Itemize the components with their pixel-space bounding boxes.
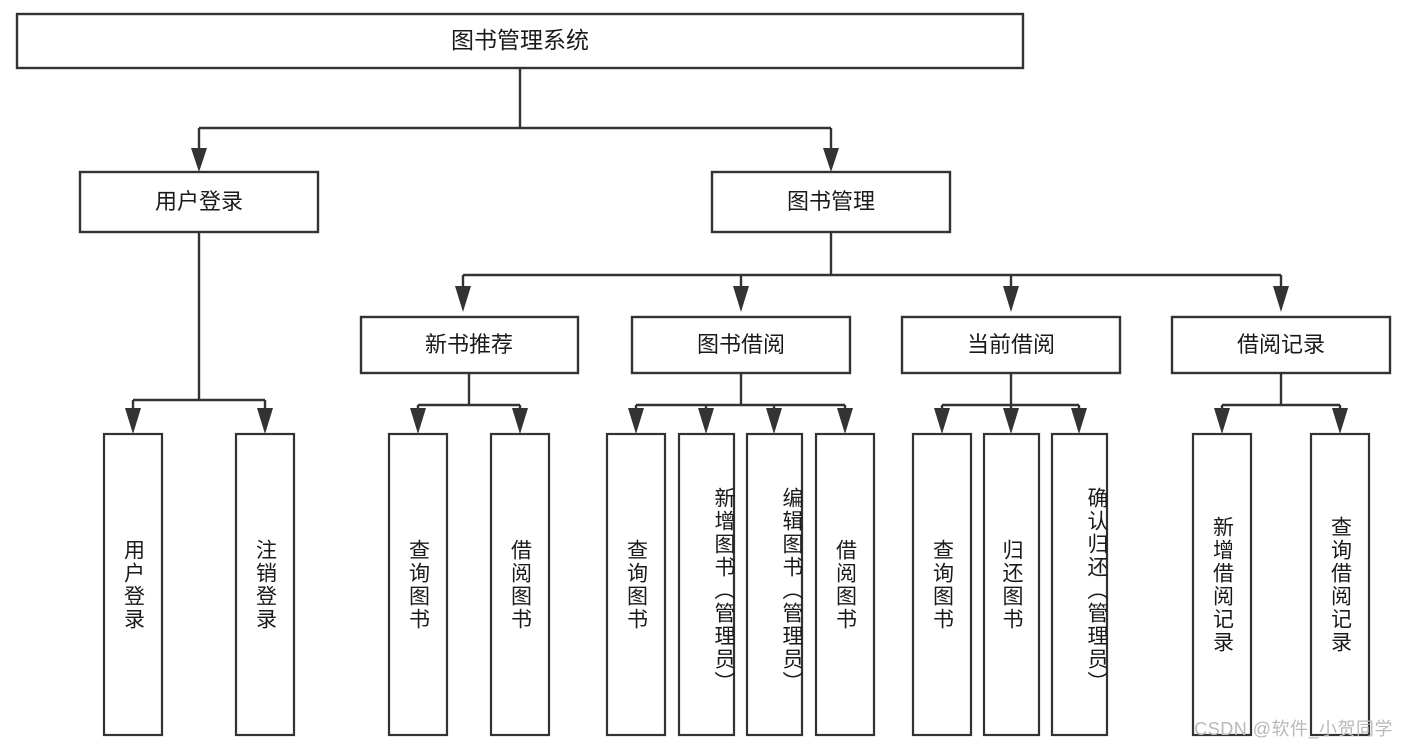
arrow-head-leaf-query-book-3 — [934, 408, 950, 434]
node-new-book-recommend[interactable]: 新书推荐 — [359, 315, 580, 375]
arrow-head-leaf-edit-book — [766, 408, 782, 434]
arrow-head-bookmgmt — [823, 148, 839, 172]
arrow-head-leaf-add-book — [698, 408, 714, 434]
arrow-head-leaf-user-login — [125, 408, 141, 434]
arrow-head-new-book-recommend — [455, 286, 471, 312]
connector-group-borrow-record — [1214, 373, 1348, 434]
arrow-head-userlogin — [191, 148, 207, 172]
node-title[interactable]: 图书管理系统 — [15, 12, 1025, 70]
leaf-box-add-record[interactable] — [1191, 432, 1253, 737]
node-book-borrow-box[interactable] — [630, 315, 852, 375]
node-borrow-record[interactable]: 借阅记录 — [1170, 315, 1392, 375]
node-title-box[interactable] — [15, 12, 1025, 70]
leaf-box-query-book-3[interactable] — [911, 432, 973, 737]
connector-group-userlogin — [125, 232, 273, 434]
leaf-box-logout-login[interactable] — [234, 432, 296, 737]
leaf-box-return-book[interactable] — [982, 432, 1041, 737]
node-current-borrow[interactable]: 当前借阅 — [900, 315, 1122, 375]
leaf-box-borrow-book-2[interactable] — [814, 432, 876, 737]
arrow-head-leaf-logout-login — [257, 408, 273, 434]
leaf-box-query-book-1[interactable] — [387, 432, 449, 737]
node-book-management[interactable]: 图书管理 — [710, 170, 952, 234]
node-new-book-recommend-label: 新书推荐 — [425, 332, 513, 357]
leaf-box-confirm-return[interactable] — [1050, 432, 1109, 737]
node-user-login-box[interactable] — [78, 170, 320, 234]
arrow-head-leaf-return-book — [1003, 408, 1019, 434]
leaf-box-borrow-book-1[interactable] — [489, 432, 551, 737]
node-user-login[interactable]: 用户登录 — [78, 170, 320, 234]
node-user-login-label: 用户登录 — [155, 189, 243, 214]
connector-group-root — [191, 68, 839, 172]
node-book-management-box[interactable] — [710, 170, 952, 234]
node-book-management-label: 图书管理 — [787, 189, 875, 214]
arrow-head-leaf-query-book-1 — [410, 408, 426, 434]
arrow-head-leaf-query-record — [1332, 408, 1348, 434]
arrow-head-book-borrow — [733, 286, 749, 312]
leaf-box-add-book[interactable] — [677, 432, 736, 737]
arrow-head-leaf-query-book-2 — [628, 408, 644, 434]
connector-group-new-book-recommend — [410, 373, 528, 434]
leaf-box-edit-book[interactable] — [745, 432, 804, 737]
node-borrow-record-label: 借阅记录 — [1237, 332, 1325, 357]
node-new-book-recommend-box[interactable] — [359, 315, 580, 375]
arrow-head-leaf-confirm-return — [1071, 408, 1087, 434]
arrow-head-leaf-borrow-book-2 — [837, 408, 853, 434]
arrow-head-leaf-add-record — [1214, 408, 1230, 434]
node-title-label: 图书管理系统 — [451, 27, 589, 53]
node-current-borrow-label: 当前借阅 — [967, 332, 1055, 357]
watermark-text: CSDN @软件_小贺同学 — [1194, 719, 1393, 739]
node-borrow-record-box[interactable] — [1170, 315, 1392, 375]
arrow-head-borrow-record — [1273, 286, 1289, 312]
connector-group-book-borrow — [628, 373, 853, 434]
connector-group-current-borrow — [934, 373, 1087, 434]
node-book-borrow[interactable]: 图书借阅 — [630, 315, 852, 375]
arrow-head-current-borrow — [1003, 286, 1019, 312]
leaf-box-query-record[interactable] — [1309, 432, 1371, 737]
node-current-borrow-box[interactable] — [900, 315, 1122, 375]
leaf-box-user-login[interactable] — [102, 432, 164, 737]
node-book-borrow-label: 图书借阅 — [697, 332, 785, 357]
arrow-head-leaf-borrow-book-1 — [512, 408, 528, 434]
leaf-box-query-book-2[interactable] — [605, 432, 667, 737]
connector-group-bookmgmt — [455, 232, 1289, 312]
